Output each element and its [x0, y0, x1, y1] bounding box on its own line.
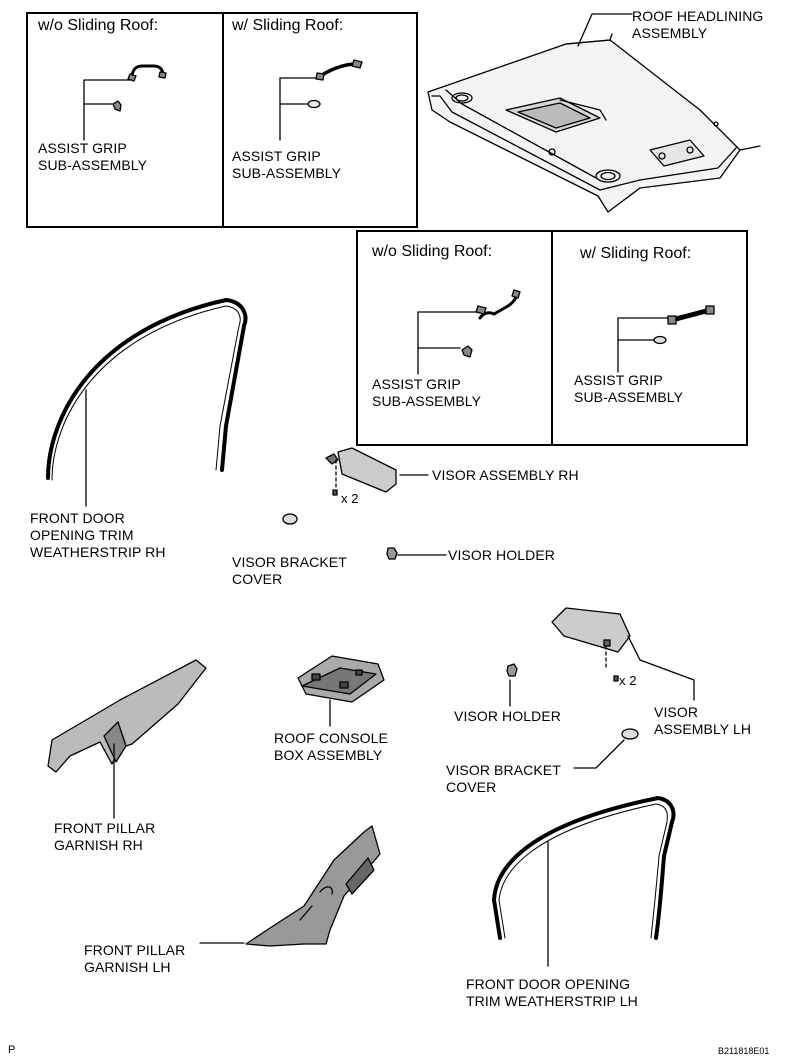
weatherstrip-lh-shape — [492, 796, 676, 940]
assist-grip-top-left — [112, 64, 167, 112]
visor-bracket-cover-top-shape — [282, 513, 298, 525]
mid-left-header: w/o Sliding Roof: — [372, 243, 493, 260]
visor-holder-bottom-label: VISOR HOLDER — [454, 708, 561, 724]
top-box-divider — [222, 14, 224, 226]
roof-console-shape — [297, 655, 385, 703]
assist-grip-mid-right — [653, 305, 715, 345]
assist-grip-mid-left — [461, 289, 521, 358]
mid-right-header: w/ Sliding Roof: — [580, 245, 692, 262]
mid-variant-box — [356, 230, 748, 446]
visor-holder-top-shape — [386, 547, 398, 560]
front-pillar-rh-shape — [47, 659, 207, 773]
visor-holder-bottom-shape — [506, 663, 518, 677]
assist-grip-top-right — [307, 59, 363, 109]
visor-rh-shape — [325, 447, 397, 496]
figure-code: B211818E01 — [718, 1046, 770, 1056]
page-marker-left: P — [8, 1044, 16, 1056]
top-variant-box — [26, 12, 418, 228]
mid-box-divider — [551, 232, 553, 444]
roof-headlining-shape — [427, 33, 761, 213]
weatherstrip-rh-shape — [46, 298, 248, 481]
top-right-header: w/ Sliding Roof: — [232, 17, 344, 34]
front-pillar-lh-shape — [245, 825, 381, 947]
visor-lh-shape — [551, 607, 631, 682]
visor-rh-label: VISOR ASSEMBLY RH — [432, 467, 579, 483]
visor-lh-qty: x 2 — [619, 673, 637, 688]
visor-holder-top-label: VISOR HOLDER — [448, 547, 555, 563]
visor-bracket-cover-bottom-shape — [621, 728, 639, 740]
visor-rh-qty: x 2 — [341, 491, 359, 506]
top-left-header: w/o Sliding Roof: — [38, 17, 159, 34]
